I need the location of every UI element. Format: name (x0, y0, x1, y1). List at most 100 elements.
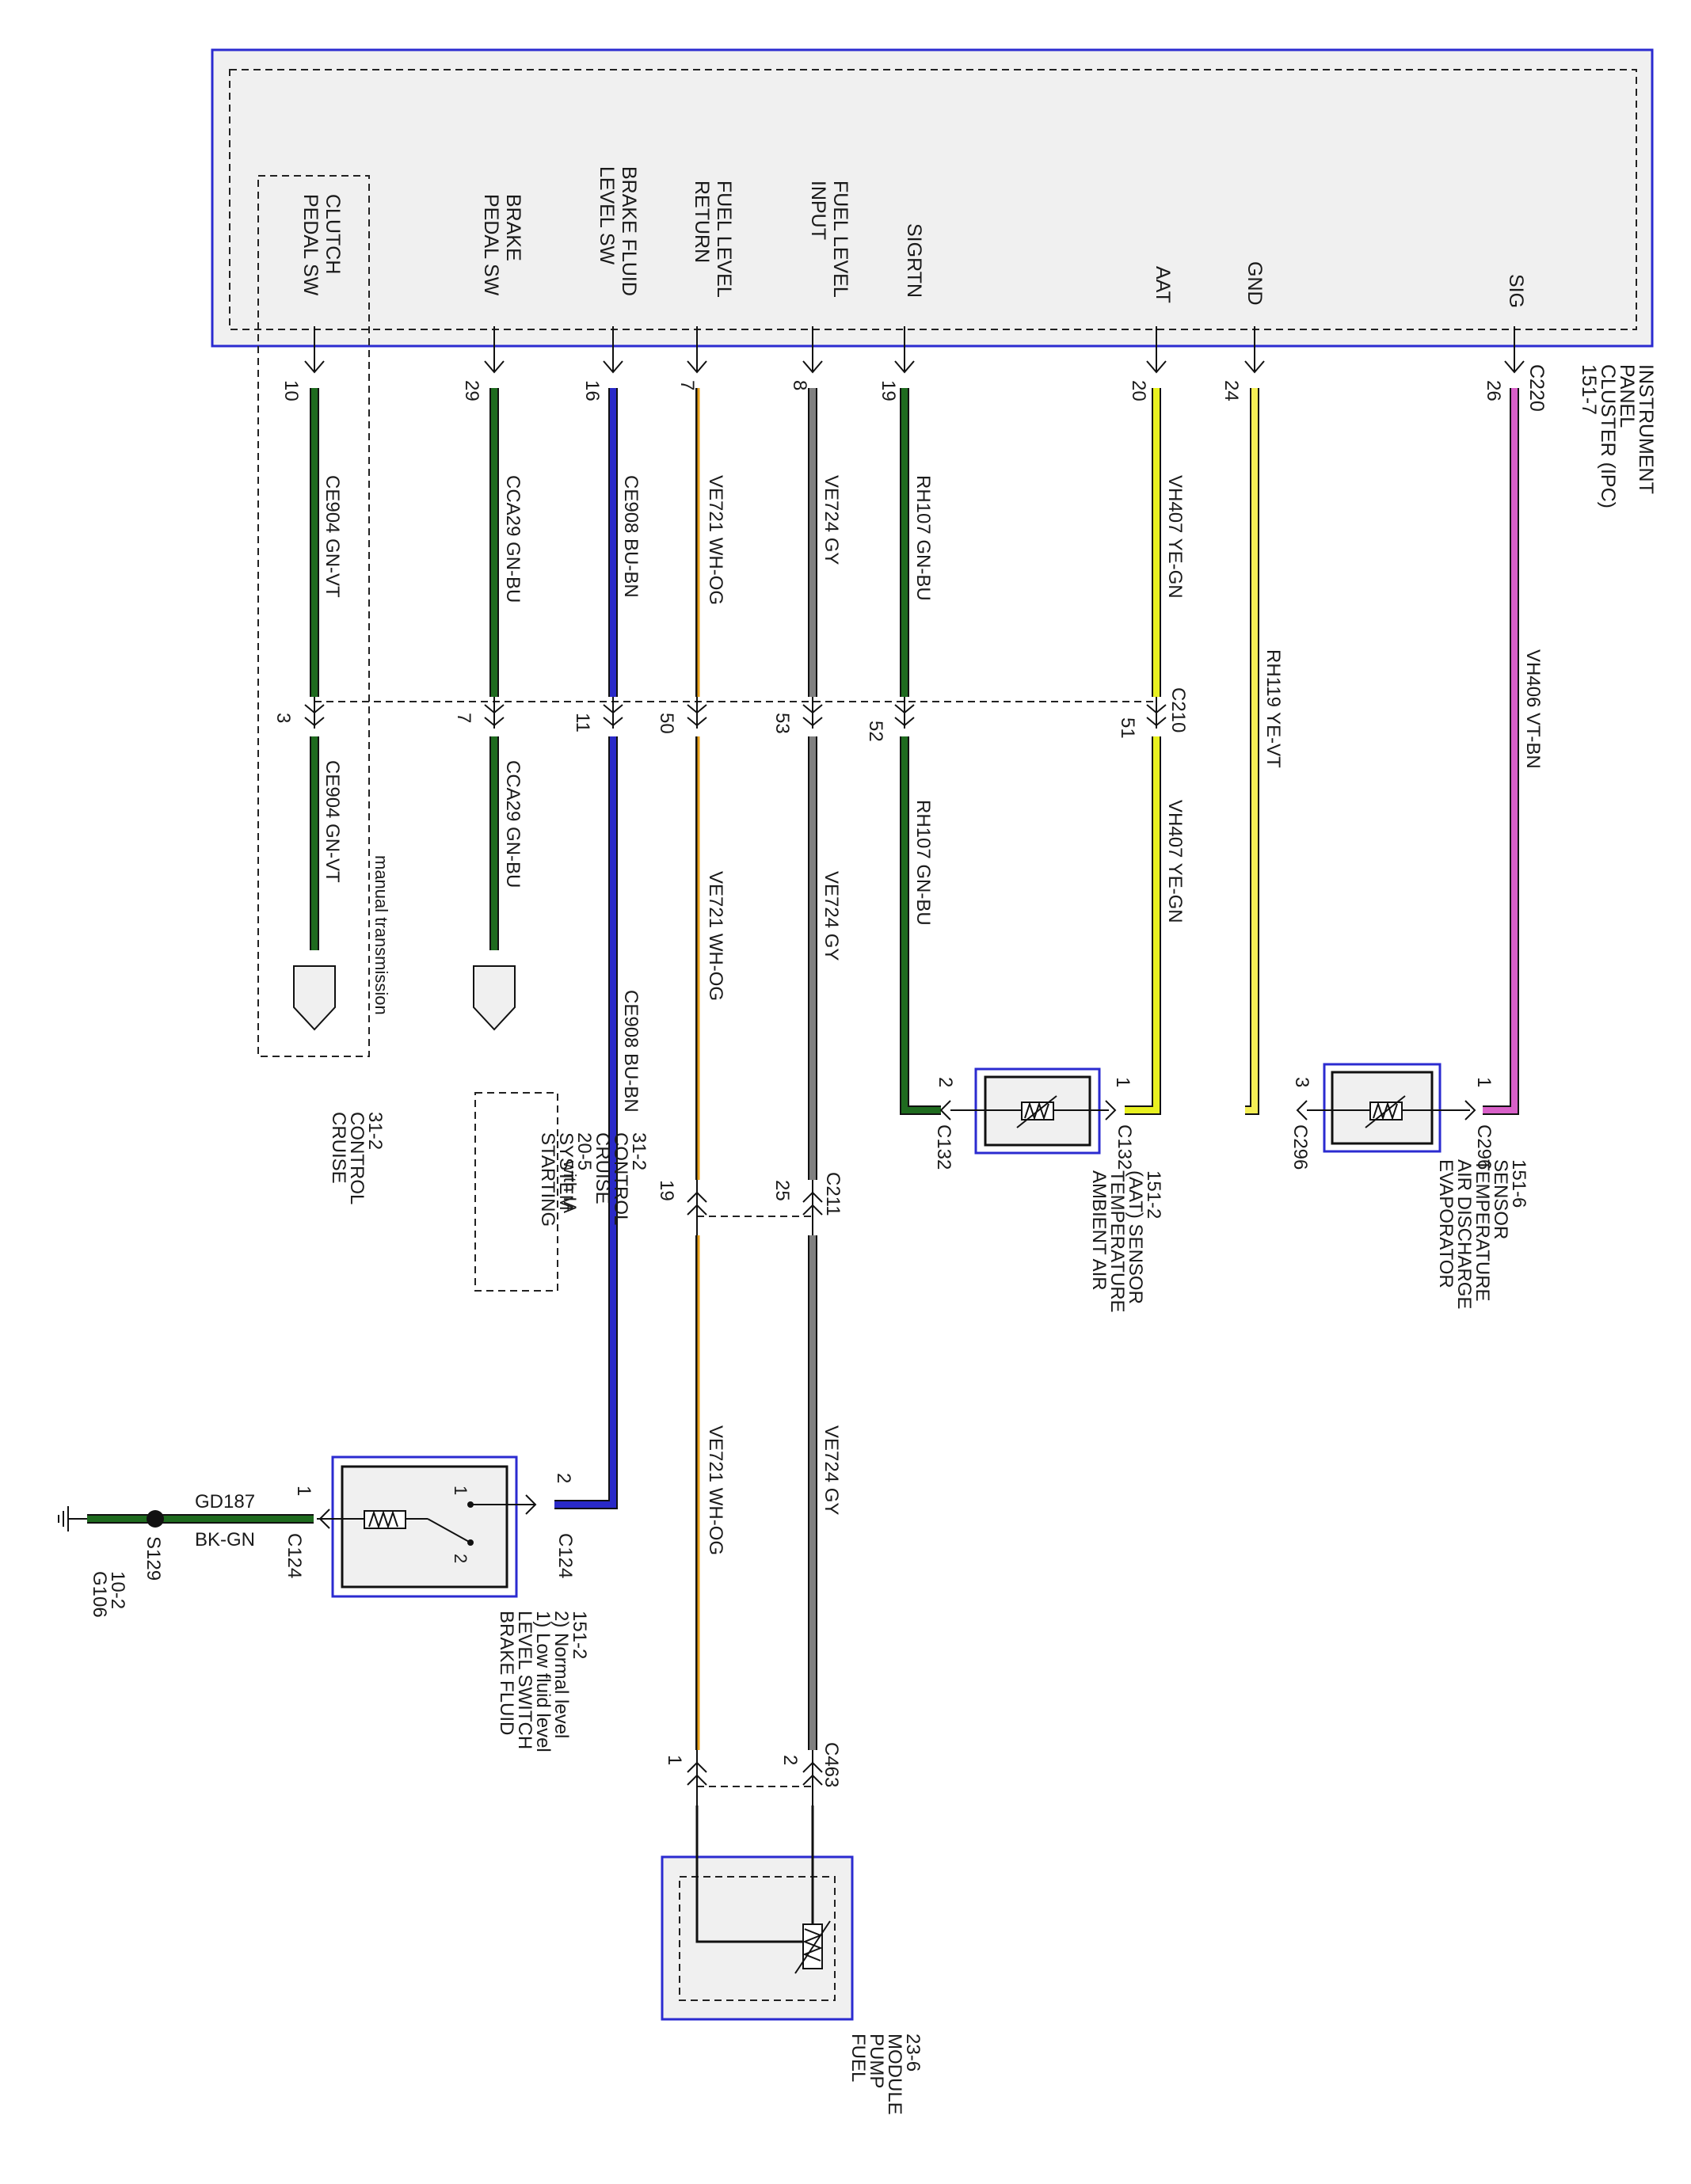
wires-middle (310, 736, 1161, 1509)
svg-text:8: 8 (789, 380, 810, 390)
svg-text:1: 1 (293, 1486, 314, 1496)
pin-label-brake-fluid: BRAKE FLUID LEVEL SW (596, 166, 640, 302)
svg-text:7: 7 (676, 380, 698, 390)
svg-text:CCA29 GN-BU: CCA29 GN-BU (502, 475, 524, 603)
svg-text:2: 2 (779, 1755, 801, 1765)
svg-text:VE724 GY: VE724 GY (821, 1425, 842, 1515)
wires-upper (310, 388, 1519, 1115)
svg-text:3: 3 (1291, 1077, 1312, 1087)
pin-label-clutch: CLUTCH PEDAL SW (299, 194, 344, 296)
splice-s129 (147, 1510, 164, 1528)
manual-transmission-box: manual transmission (257, 175, 391, 1057)
fuel-pump-module: FUEL PUMP MODULE 23-6 (661, 1805, 924, 2120)
svg-text:C296: C296 (1473, 1124, 1495, 1170)
ipc-connector-c220: C220 (1525, 364, 1548, 412)
svg-text:RH107 GN-BU: RH107 GN-BU (912, 800, 934, 926)
svg-text:C296: C296 (1289, 1124, 1311, 1170)
wire-labels-lower: VE721 WH-OG VE724 GY (705, 1425, 842, 1555)
pin-label-sigrtn: SIGRTN (903, 223, 925, 298)
evaporator-sensor-label: EVAPORATOR AIR DISCHARGE TEMPERATURE SEN… (1435, 1159, 1529, 1315)
svg-text:20: 20 (1128, 380, 1149, 401)
svg-text:CE904 GN-VT: CE904 GN-VT (322, 475, 343, 598)
svg-text:2: 2 (553, 1473, 574, 1483)
pin-label-gnd: GND (1243, 261, 1266, 306)
svg-text:VH407 YE-GN: VH407 YE-GN (1164, 800, 1186, 923)
cruise-group-box: with IA STARTING SYSTEM 20-5 CRUISE CONT… (474, 1092, 649, 1292)
svg-text:C124: C124 (554, 1533, 576, 1578)
svg-text:C124: C124 (284, 1533, 305, 1578)
svg-text:29: 29 (461, 380, 482, 401)
c463-connector: C463 1 2 (664, 1742, 842, 1805)
svg-text:RH119 YE-VT: RH119 YE-VT (1263, 649, 1284, 768)
svg-text:1: 1 (664, 1755, 685, 1765)
svg-text:2: 2 (935, 1077, 956, 1087)
svg-text:16: 16 (581, 380, 603, 401)
wire-gd187: GD187 (195, 1491, 255, 1512)
aat-sensor-label: AMBIENT AIR TEMPERATURE (AAT) SENSOR 151… (1088, 1170, 1164, 1318)
svg-text:24: 24 (1221, 380, 1242, 401)
svg-text:CCA29 GN-BU: CCA29 GN-BU (502, 760, 524, 888)
svg-text:53: 53 (771, 713, 793, 734)
svg-text:10: 10 (280, 380, 302, 401)
svg-text:2: 2 (451, 1554, 470, 1563)
svg-text:VH406 VT-BN: VH406 VT-BN (1522, 649, 1544, 769)
ipc-pin-labels: CLUTCH PEDAL SW BRAKE PEDAL SW BRAKE FLU… (299, 166, 1527, 308)
svg-text:1: 1 (1473, 1077, 1495, 1087)
svg-text:VH407 YE-GN: VH407 YE-GN (1164, 475, 1186, 599)
evaporator-sensor: 3 1 C296 C296 EVAPORATOR AIR DISCHARGE T… (1289, 1063, 1529, 1315)
svg-text:3: 3 (272, 713, 294, 723)
svg-text:52: 52 (865, 721, 886, 742)
svg-text:CE908 BU-BN: CE908 BU-BN (620, 990, 642, 1113)
wire-labels-upper: CE904 GN-VT CCA29 GN-BU CE908 BU-BN VE72… (322, 475, 1544, 769)
pin-label-fuel-return: FUEL LEVEL RETURN (691, 181, 735, 302)
fuel-pump-label: FUEL PUMP MODULE 23-6 (847, 2034, 924, 2120)
svg-text:C210: C210 (1167, 687, 1189, 732)
svg-text:VE721 WH-OG: VE721 WH-OG (705, 475, 726, 605)
cruise-terminations (293, 965, 516, 1031)
c211-connector: C211 19 25 (656, 1172, 844, 1235)
svg-text:1: 1 (1112, 1077, 1133, 1087)
ground-circuit: GD187 BK-GN S129 G106 10-2 (58, 1491, 314, 1623)
svg-text:VE724 GY: VE724 GY (821, 475, 842, 565)
svg-text:CRUISE CONTROL 31-: CRUISE CONTROL 31-2 (328, 1112, 386, 1209)
svg-text:C463: C463 (821, 1742, 842, 1787)
c210-connector: C210 3 7 11 50 53 52 51 (272, 687, 1189, 742)
svg-text:19: 19 (656, 1180, 677, 1201)
svg-text:26: 26 (1483, 380, 1504, 401)
svg-text:RH107 GN-BU: RH107 GN-BU (912, 475, 934, 601)
svg-text:VE724 GY: VE724 GY (821, 871, 842, 961)
brake-fluid-switch-label: BRAKE FLUID LEVEL SWITCH 1) Low fluid le… (496, 1611, 590, 1757)
svg-text:CE904 GN-VT: CE904 GN-VT (322, 760, 343, 883)
svg-text:25: 25 (771, 1180, 793, 1201)
svg-text:with IA: with IA (560, 1160, 580, 1213)
svg-text:CE908 BU-BN: CE908 BU-BN (620, 475, 642, 598)
splice-s129-label: S129 (143, 1536, 164, 1581)
svg-text:7: 7 (453, 713, 474, 723)
aat-sensor: 2 1 C132 C132 AMBIENT AIR TEMPERATURE (A… (933, 1067, 1164, 1318)
svg-text:1: 1 (451, 1486, 470, 1495)
cruise-control-label: CRUISE CONTROL 31-2 (328, 1112, 386, 1209)
wire-labels-middle: CE904 GN-VT CCA29 GN-BU CE908 BU-BN VE72… (322, 760, 1186, 1113)
svg-text:C132: C132 (1114, 1124, 1135, 1170)
c220-terminals (304, 326, 1525, 374)
svg-text:VE721 WH-OG: VE721 WH-OG (705, 871, 726, 1001)
pin-label-fuel-input: FUEL LEVEL INPUT (807, 181, 851, 302)
brake-fluid-level-switch: 1 2 2 C124 1 C124 BRAKE FLUID LEVEL SWIT… (284, 1455, 590, 1757)
svg-text:VE721 WH-OG: VE721 WH-OG (705, 1425, 726, 1555)
svg-text:51: 51 (1117, 717, 1138, 739)
pin-label-sig: SIG (1505, 274, 1527, 308)
svg-text:50: 50 (656, 713, 677, 734)
svg-text:11: 11 (572, 713, 593, 732)
ipc-title: INSTRUMENT PANEL CLUSTER (IPC) 151-7 C22… (1525, 364, 1657, 514)
svg-text:C211: C211 (822, 1172, 844, 1216)
pin-label-brake-pedal: BRAKE PEDAL SW (480, 194, 524, 296)
pin-label-aat: AAT (1152, 266, 1174, 303)
svg-text:STARTING SYSTEM 20: STARTING SYSTEM 20-5 CRUISE CONTROL 31-2 (537, 1132, 649, 1232)
svg-text:19: 19 (878, 380, 899, 401)
svg-text:INSTRUMENT PANEL C: INSTRUMENT PANEL CLUSTER (IPC) 151-7 (1578, 364, 1657, 514)
ground-g106-label: G106 10-2 (89, 1571, 128, 1623)
svg-text:manual transmission: manual transmission (371, 855, 391, 1015)
wire-bk-gn: BK-GN (195, 1529, 255, 1550)
wires-lower (695, 1235, 817, 1750)
c220-pin-numbers: 10 29 16 7 8 19 20 24 26 (280, 380, 1504, 401)
